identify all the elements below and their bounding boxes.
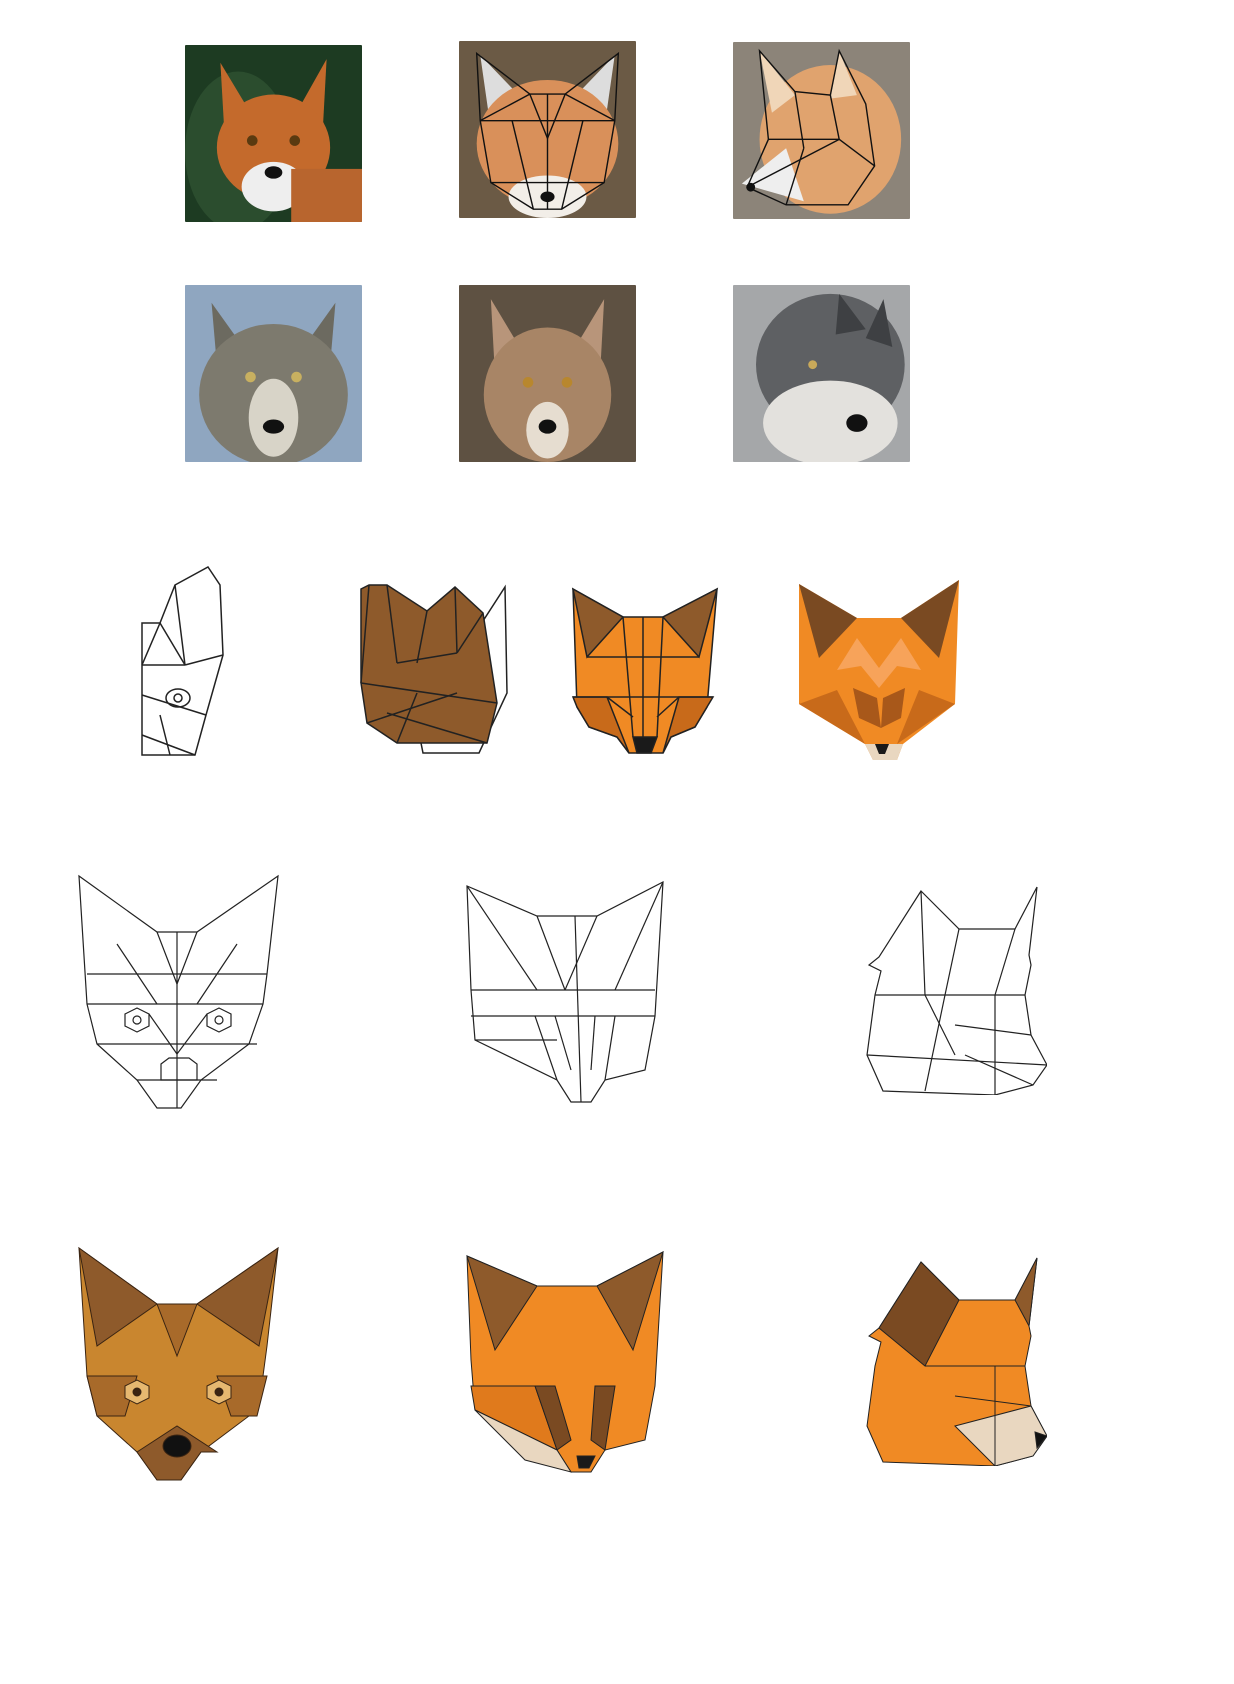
red-fox-profile-photo-with-polygon-overlay	[733, 42, 910, 219]
gray-wolf-photo	[185, 285, 362, 462]
gray-wolf-profile-photo	[733, 285, 910, 462]
red-fox-photo	[185, 45, 362, 222]
brown-fox-profile-sketch-icon	[357, 583, 509, 755]
fox-profile-outline-icon	[865, 885, 1047, 1095]
partial-fox-outline-sketch-icon	[140, 565, 230, 757]
brown-fox-front-icon	[77, 1246, 280, 1482]
fox-three-quarter-outline-icon	[465, 880, 665, 1104]
orange-fox-lowpoly-icon	[797, 578, 960, 760]
fox-front-outline-icon	[77, 874, 280, 1110]
red-fox-photo-with-polygon-overlay	[459, 41, 636, 218]
orange-fox-profile-icon	[865, 1256, 1047, 1466]
orange-fox-three-quarter-icon	[465, 1250, 665, 1474]
orange-fox-front-icon	[567, 587, 719, 755]
red-wolf-photo	[459, 285, 636, 462]
